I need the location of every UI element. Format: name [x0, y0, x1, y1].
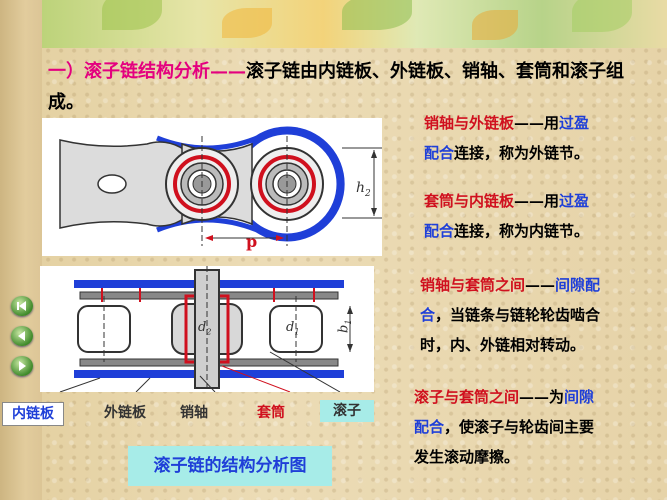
h2-label: h2	[356, 180, 371, 199]
note-outer-link: 销轴与外链板——用过盈 配合连接，称为外链节。	[424, 114, 590, 162]
note-roller-bushing: 滚子与套筒之间——为间隙 配合，使滚子与轮齿间主要 发生滚动摩擦。	[414, 388, 595, 466]
d1-label: d1	[286, 320, 300, 337]
title-prefix: 一）滚子链结构分析——	[48, 61, 246, 82]
label-inner-plate: 内链板	[2, 402, 64, 426]
decorative-banner	[42, 0, 667, 48]
d2-label: d2	[198, 320, 212, 337]
b1-label: b1	[336, 319, 354, 334]
p-label: p	[246, 232, 258, 251]
diagram-caption: 滚子链的结构分析图	[128, 446, 332, 486]
next-icon[interactable]	[11, 356, 33, 376]
label-outer-plate: 外链板	[104, 405, 146, 421]
chain-cross-section	[40, 266, 374, 392]
slide-title: 一）滚子链结构分析——滚子链由内链板、外链板、销轴、套筒和滚子组成。	[48, 56, 628, 118]
first-icon[interactable]	[11, 296, 33, 316]
title-text: 滚子链由内链板、外链板、销轴、套筒和滚子组成。	[48, 61, 624, 113]
label-roller: 滚子	[320, 400, 374, 422]
note-pin-bushing: 销轴与套筒之间——间隙配 合，当链条与链轮轮齿啮合 时，内、外链相对转动。	[420, 276, 601, 354]
chain-side-view	[42, 118, 382, 256]
label-bushing: 套筒	[257, 405, 285, 421]
note-inner-link: 套筒与内链板——用过盈 配合连接，称为内链节。	[424, 192, 590, 240]
label-pin: 销轴	[180, 405, 208, 421]
prev-icon[interactable]	[11, 326, 33, 346]
